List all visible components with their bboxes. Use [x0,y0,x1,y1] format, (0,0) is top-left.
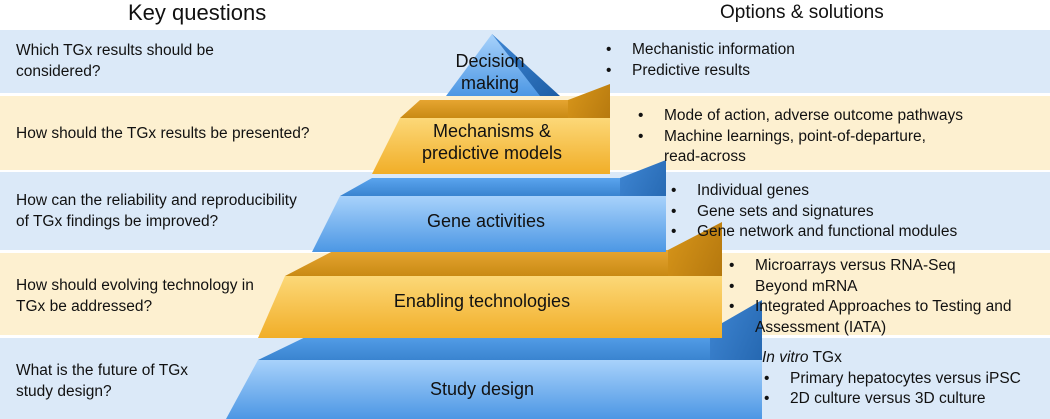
question-study-design: What is the future of TGx study design? [16,360,188,402]
level-label-line: Enabling technologies [393,291,571,311]
level-label-line: Mechanisms & [432,121,552,141]
level-label-line: Gene activities [426,211,546,231]
header-key-questions: Key questions [128,0,267,25]
level-top-face [400,100,610,118]
question-line: TGx be addressed? [16,298,153,315]
options-gene-activities: Individual genes Gene sets and signature… [669,181,1039,243]
level-front-face [226,360,762,419]
level-top-face [285,250,722,276]
option-item: Integrated Approaches to Testing and Ass… [727,297,1015,338]
level-label-study-design: Study design [430,378,534,400]
question-line: How can the reliability and reproducibil… [16,192,297,209]
level-label-decision-making: Decision making [455,50,524,94]
level-top-face [340,178,666,196]
level-front-face [258,276,722,338]
options-mechanisms: Mode of action, adverse outcome pathways… [636,106,1036,168]
question-line: What is the future of TGx [16,362,189,379]
option-lead: In vitro TGx [762,348,1047,369]
pyramid-level-enabling-technologies [258,222,722,338]
option-item: Machine learnings, point-of-departure, r… [636,127,944,168]
pyramid-level-gene-activities [312,160,666,252]
option-item: Primary hepatocytes versus iPSC [762,369,1047,390]
level-label-line: making [460,73,520,93]
question-decision-making: Which TGx results should be considered? [16,40,214,82]
level-label-line: Study design [429,379,535,399]
level-label-gene-activities: Gene activities [427,210,545,232]
options-decision-making: Mechanistic information Predictive resul… [604,40,1034,81]
option-item: 2D culture versus 3D culture [762,389,1047,410]
option-item: Predictive results [604,61,1034,82]
level-label-mechanisms: Mechanisms & predictive models [422,120,562,164]
question-line: How should evolving technology in [16,277,254,294]
question-gene-activities: How can the reliability and reproducibil… [16,190,297,232]
option-item: Microarrays versus RNA-Seq [727,256,1042,277]
level-label-enabling-technologies: Enabling technologies [394,290,570,312]
level-label-line: predictive models [421,143,563,163]
option-item: Mode of action, adverse outcome pathways [636,106,1036,127]
level-front-face [372,118,610,174]
pyramid-level-mechanisms [372,84,610,174]
level-front-face [312,196,666,252]
options-enabling-technologies: Microarrays versus RNA-Seq Beyond mRNA I… [727,256,1042,338]
option-item: Gene sets and signatures [669,202,1039,223]
level-label-line: Decision [455,51,525,71]
question-line: of TGx findings be improved? [16,213,219,230]
options-list: Primary hepatocytes versus iPSC 2D cultu… [762,369,1047,410]
header-options-solutions: Options & solutions [720,2,884,23]
pyramid-level-decision-making [446,34,560,96]
option-item: Mechanistic information [604,40,1034,61]
option-lead-italic: In vitro [762,349,809,366]
question-mechanisms: How should the TGx results be presented? [16,123,310,144]
question-line: Which TGx results should be [16,42,214,59]
option-item: Beyond mRNA [727,277,1042,298]
option-item: Gene network and functional modules [669,222,1039,243]
option-item: Individual genes [669,181,1039,202]
question-line: study design? [16,383,112,400]
question-line: How should the TGx results be presented? [16,125,310,142]
option-lead-rest: TGx [808,349,842,366]
question-enabling-technologies: How should evolving technology in TGx be… [16,275,254,317]
level-front-face [446,34,540,96]
options-study-design: In vitro TGx Primary hepatocytes versus … [762,348,1047,410]
question-line: considered? [16,63,101,80]
